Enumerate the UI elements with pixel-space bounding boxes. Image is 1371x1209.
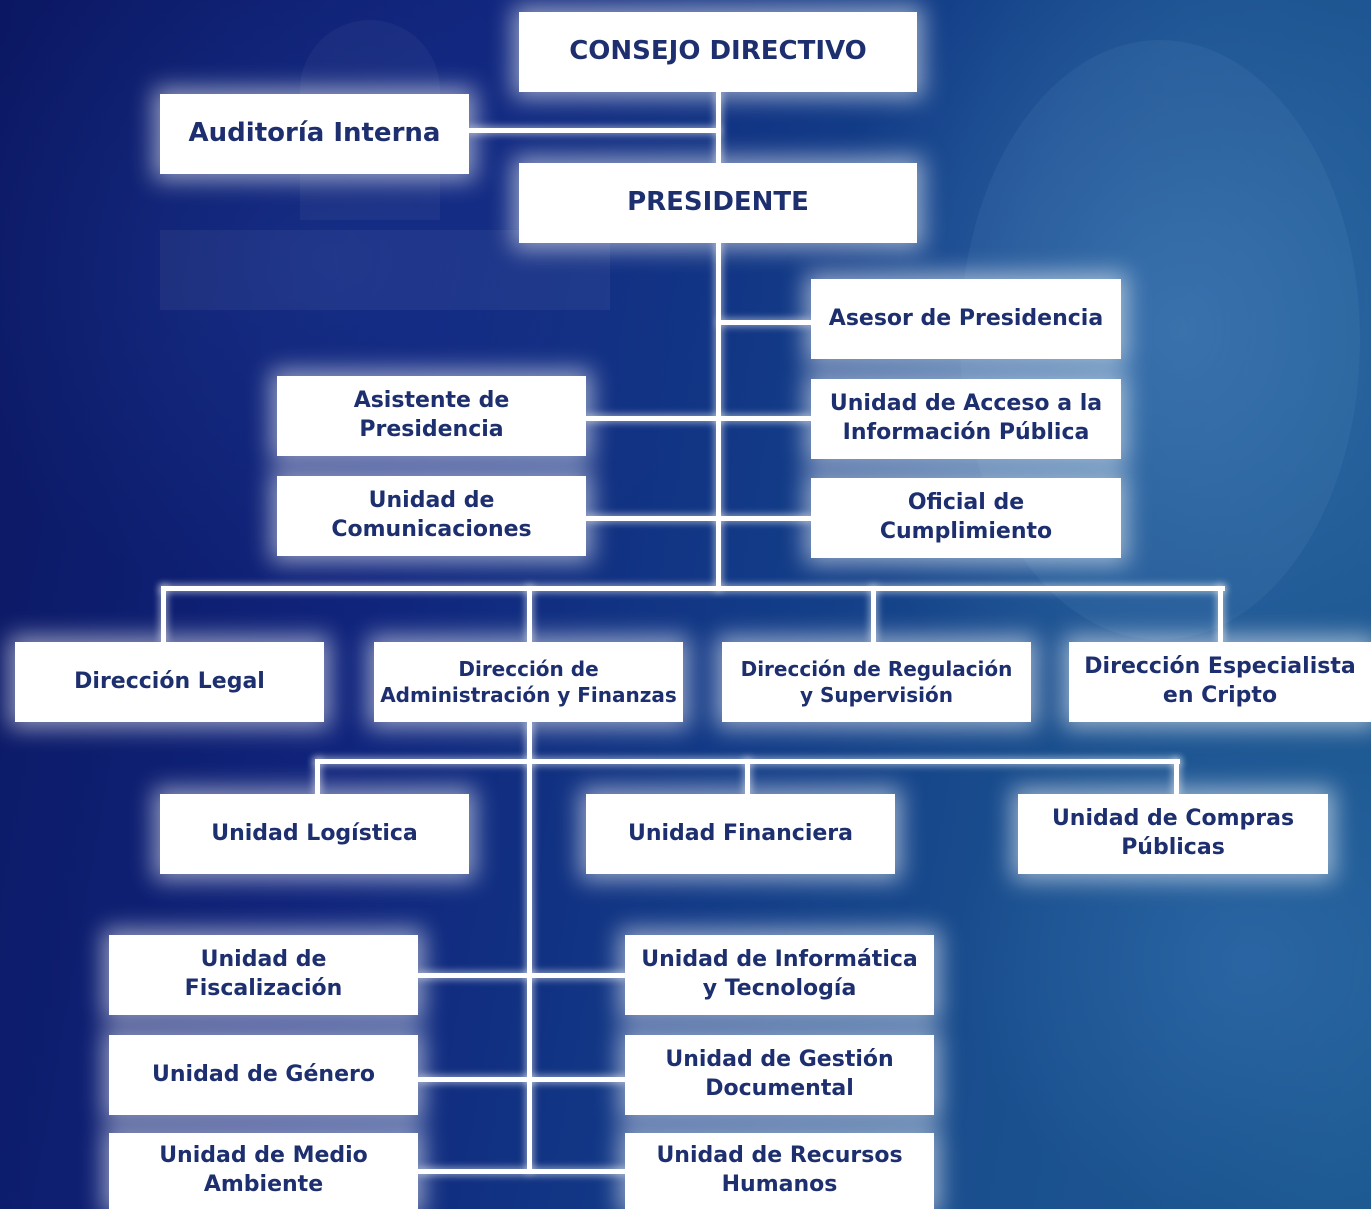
connector-row3 bbox=[418, 1169, 626, 1174]
connector-cripto-drop bbox=[1218, 586, 1223, 642]
presidente-box: PRESIDENTE bbox=[519, 163, 917, 243]
direccion-legal-box: Dirección Legal bbox=[15, 642, 324, 722]
connector-financiera-drop bbox=[745, 759, 750, 795]
consejo-directivo-box: CONSEJO DIRECTIVO bbox=[519, 12, 917, 92]
unidad-acceso-informacion-box: Unidad de Acceso a la Información Públic… bbox=[811, 379, 1121, 459]
unidad-comunicaciones-box: Unidad de Comunicaciones bbox=[277, 476, 586, 556]
unidad-compras-box: Unidad de Compras Públicas bbox=[1018, 794, 1328, 874]
connector-asistente-acceso bbox=[586, 416, 811, 421]
connector-auditoria bbox=[469, 128, 719, 133]
unidad-logistica-box: Unidad Logística bbox=[160, 794, 469, 874]
connector-logistica-drop bbox=[315, 759, 320, 795]
unidad-gestion-documental-box: Unidad de Gestión Documental bbox=[625, 1035, 934, 1115]
connector-row2 bbox=[418, 1077, 626, 1082]
asistente-presidencia-box: Asistente de Presidencia bbox=[277, 376, 586, 456]
unidad-fiscalizacion-box: Unidad de Fiscalización bbox=[109, 935, 418, 1015]
connector-admin-trunk bbox=[527, 722, 532, 1172]
connector-regulacion-drop bbox=[871, 586, 876, 642]
auditoria-interna-box: Auditoría Interna bbox=[160, 94, 469, 174]
connector-compras-drop bbox=[1174, 759, 1179, 795]
unidad-medio-ambiente-box: Unidad de Medio Ambiente bbox=[109, 1133, 418, 1209]
connector-legal-drop bbox=[161, 586, 166, 642]
asesor-presidencia-box: Asesor de Presidencia bbox=[811, 279, 1121, 359]
connector-comunicaciones-oficial bbox=[586, 516, 811, 521]
connector-admin-drop bbox=[527, 586, 532, 642]
unidad-financiera-box: Unidad Financiera bbox=[586, 794, 895, 874]
connector-asesor bbox=[719, 320, 811, 325]
direccion-regulacion-box: Dirección de Regulación y Supervisión bbox=[722, 642, 1031, 722]
direccion-cripto-box: Dirección Especialista en Cripto bbox=[1069, 642, 1371, 722]
connector-row1 bbox=[418, 973, 626, 978]
unidad-recursos-humanos-box: Unidad de Recursos Humanos bbox=[625, 1133, 934, 1209]
unidad-genero-box: Unidad de Género bbox=[109, 1035, 418, 1115]
oficial-cumplimiento-box: Oficial de Cumplimiento bbox=[811, 478, 1121, 558]
connector-direcciones-bar bbox=[161, 586, 1225, 591]
unidad-informatica-box: Unidad de Informática y Tecnología bbox=[625, 935, 934, 1015]
direccion-administracion-box: Dirección de Administración y Finanzas bbox=[374, 642, 683, 722]
